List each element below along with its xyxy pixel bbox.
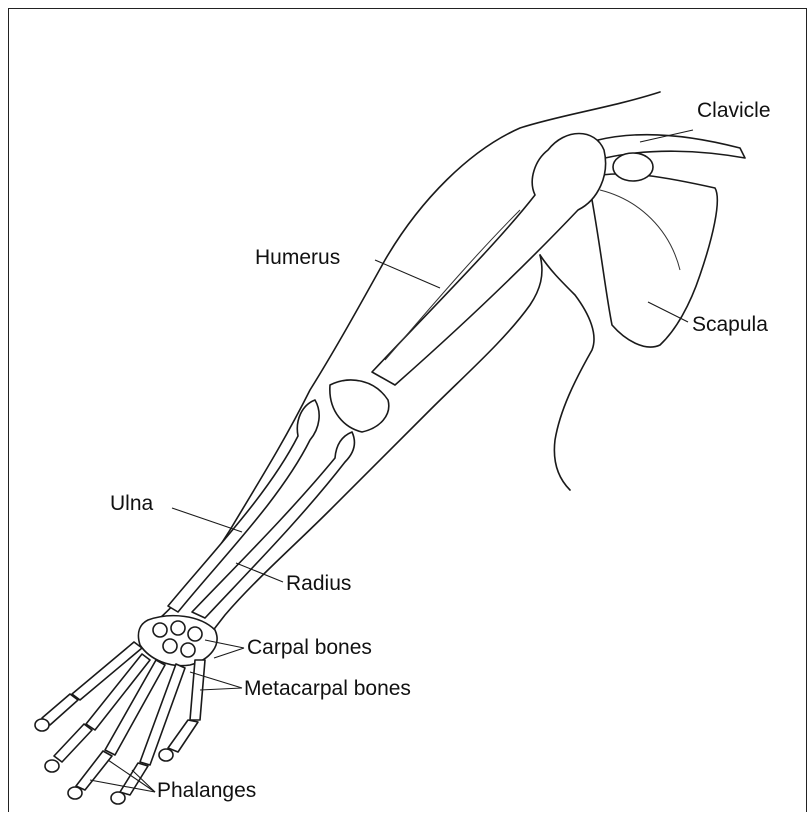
humerus-leader <box>375 260 440 288</box>
humerus-bone <box>330 134 606 433</box>
label-metacarpal-bones: Metacarpal bones <box>244 678 411 699</box>
label-phalanges: Phalanges <box>157 780 256 801</box>
label-ulna: Ulna <box>110 493 153 514</box>
label-carpal-bones: Carpal bones <box>247 637 372 658</box>
ulna-leader <box>172 508 242 532</box>
label-clavicle: Clavicle <box>697 100 771 121</box>
hand-bones <box>35 616 217 804</box>
label-humerus: Humerus <box>255 247 340 268</box>
carpal-leader-2 <box>214 648 244 658</box>
label-scapula: Scapula <box>692 314 768 335</box>
label-radius: Radius <box>286 573 351 594</box>
clavicle-bone <box>598 135 745 158</box>
metacarpal-leader-2 <box>200 688 242 690</box>
